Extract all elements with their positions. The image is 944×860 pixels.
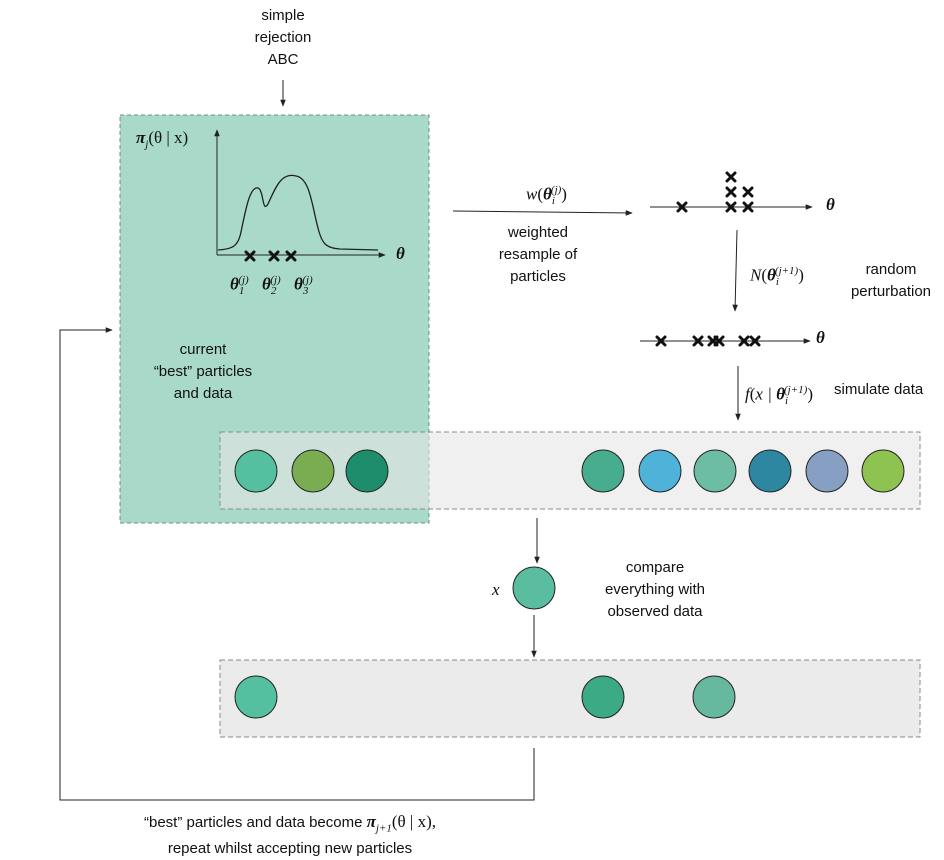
simple-rejection-abc-label: simple rejection ABC [233,5,333,71]
simulated-particle-6 [861,449,905,493]
particle-1-sup: (j) [238,274,249,286]
posterior-args: (θ | x) [148,128,189,147]
weight-sub: i [551,195,555,208]
weight-sup: (j) [550,184,562,196]
bottom-label: “best” particles and data become πj+1(θ … [80,812,500,860]
current-best-label: current “best” particles and data [128,339,278,405]
top-label-line-1: simple [261,7,305,24]
posterior-plot [214,129,386,262]
accepted-particle-2 [581,675,625,719]
particle-label-2: θ2(j) [262,270,281,301]
perturb-base: θ [767,265,776,285]
theta-axis-label-resampled: θ [826,195,835,214]
accepted-particle-1 [234,675,278,719]
weight-fn: w [526,184,538,204]
perturb-sub: i [775,276,779,289]
particle-label-1: θ1(j) [230,270,249,301]
particle-2-base: θ [262,274,271,294]
accepted-particle-3 [692,675,736,719]
simulate-base: θ [776,384,785,404]
posterior-particle-marks [244,250,297,262]
bottom-line1-prefix: “best” particles and data become [143,814,363,831]
observed-data-circle [512,566,556,610]
current-best-line-1: current [179,341,227,358]
current-particle-2 [291,449,335,493]
feedback-loop-arrow [59,327,535,801]
perturb-sup: (j+1) [774,265,799,277]
random-perturbation-line-1: random [865,261,917,278]
accepted-particles [234,675,736,719]
simulated-particle-1 [581,449,625,493]
simulate-data-text: simulate data [834,381,924,398]
theta-axis-label-plot: θ [396,244,405,263]
top-label-line-3: ABC [267,51,299,68]
random-perturbation-label: random perturbation [838,259,944,303]
simulate-prefix: x | [755,384,772,404]
particle-3-base: θ [294,274,303,294]
arrow-to-resample [452,210,633,216]
observed-symbol: x [492,580,500,599]
bottom-pi-expression: πj+1(θ | x), [366,812,436,835]
posterior-pi: π [136,128,146,147]
posterior-sub: j [145,138,149,151]
bottom-pi-args: (θ | x), [391,812,436,831]
accepted-data-strip [219,659,921,738]
perturb-fn: N [750,265,762,285]
top-label-line-2: rejection [254,29,312,46]
weighted-resample-label: weighted resample of particles [478,222,598,288]
particle-1-base: θ [230,274,239,294]
current-particle-3 [345,449,389,493]
simulate-sup: (j+1) [784,384,808,396]
particle-3-sub: 3 [302,285,309,298]
resample-line-3: particles [510,268,566,285]
simulate-fn: f [745,384,750,404]
particle-2-sub: 2 [270,285,277,298]
compare-line-3: observed data [607,603,703,620]
resampled-axis [650,171,813,213]
particle-3-sup: (j) [302,274,313,286]
simulated-particle-4 [748,449,792,493]
simulated-particle-5 [805,449,849,493]
resample-line-1: weighted [507,224,569,241]
posterior-label: πj(θ | x) [136,128,188,154]
simulated-data-strip [219,431,921,510]
arrow-to-perturbation [732,229,738,312]
current-best-line-3: and data [173,385,233,402]
bottom-pi-sub: j+1 [375,822,392,835]
bottom-label-line-2: repeat whilst accepting new particles [167,840,413,858]
weight-base: θ [543,184,552,204]
simulate-sub: i [784,395,789,408]
compare-line-2: everything with [604,581,706,598]
simulate-label: f(x | θi(j+1)) [745,384,813,408]
simulated-particles [234,449,905,493]
particle-1-sub: 1 [238,285,245,298]
theta-axis-label-perturbed: θ [816,328,825,347]
simulated-particle-3 [693,449,737,493]
bottom-label-line-1: “best” particles and data become πj+1(θ … [80,812,500,838]
resample-line-2: resample of [498,246,578,263]
random-perturbation-line-2: perturbation [850,283,932,300]
weight-label: w(θi(j)) [526,184,567,208]
current-particle-1 [234,449,278,493]
current-best-line-2: “best” particles [153,363,253,380]
perturbation-kernel-label: N(θi(j+1)) [750,265,804,289]
particle-2-sup: (j) [270,274,281,286]
bottom-pi: π [366,812,376,831]
perturbed-axis [640,335,811,347]
compare-line-1: compare [625,559,685,576]
compare-label: compare everything with observed data [590,557,720,623]
simulated-particle-2 [638,449,682,493]
particle-label-3: θ3(j) [294,270,313,301]
posterior-density-curve [217,174,379,251]
